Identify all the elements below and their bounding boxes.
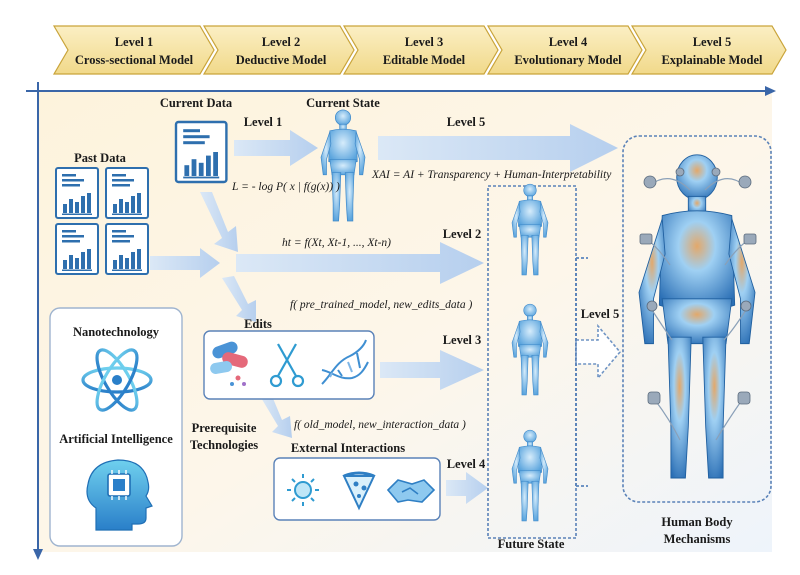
level-banner-5: Level 5 Explainable Model [630,25,787,75]
arrow-level5-top [378,124,618,172]
handshake-icon [386,479,436,503]
human-body-box [622,135,772,503]
xai-equation: XAI = AI + Transparency + Human-Interpre… [371,169,612,181]
external-interactions-label: External Interactions [291,441,405,455]
level-banner-5-name: Explainable Model [661,53,763,67]
arrow-level4 [446,472,488,504]
level-banner-3-name: Editable Model [383,53,466,67]
past-data-document-icon [105,167,149,219]
past-data-document-icon [55,223,99,275]
level-banner-4-name: Evolutionary Model [514,53,622,67]
edits-label: Edits [244,317,272,331]
deductive-equation: ht = f(Xt, Xt-1, ..., Xt-n) [282,237,391,249]
level-banner-5-number: Level 5 [693,35,732,49]
current-state-label: Current State [306,96,380,110]
arrow-data-down [200,192,238,252]
prerequisite-label-line1: Prerequisite [192,421,257,435]
vertical-axis-arrowhead [33,549,43,560]
level5-top-arrow-label: Level 5 [447,115,486,129]
axes [26,82,776,560]
level-banner-1: Level 1 Cross-sectional Model [52,25,215,75]
arrow-level2 [236,242,484,284]
flow-arrows [150,124,618,504]
prerequisite-label-line2: Technologies [190,438,258,452]
level-banner-3-number: Level 3 [405,35,444,49]
pills-icon [210,341,248,386]
human-body-label-line1: Human Body [661,515,733,529]
past-data-document-icon [105,223,149,275]
level-banner-4: Level 4 Evolutionary Model [486,25,643,75]
scissors-icon [269,343,305,388]
level-banner-3: Level 3 Editable Model [342,25,499,75]
pizza-icon [342,471,376,511]
level-banner-1-name: Cross-sectional Model [75,53,194,67]
arrow-level3 [380,350,484,390]
artificial-intelligence-label: Artificial Intelligence [59,432,173,446]
past-data-label: Past Data [74,151,126,165]
evolutionary-equation: f( old_model, new_interaction_data ) [294,419,466,431]
ai-head-chip-icon [86,459,153,531]
level-banner-4-number: Level 4 [549,35,588,49]
level-banner-2-name: Deductive Model [236,53,327,67]
level3-arrow-label: Level 3 [443,333,482,347]
past-data-document-icon [55,167,99,219]
arrow-level1 [234,130,318,166]
arrow-down-external [260,396,292,438]
human-body-label-line2: Mechanisms [664,532,731,546]
human-body-mechanisms-figure [637,153,757,480]
medical-device-icons [639,167,757,405]
current-data-label: Current Data [160,96,233,110]
atom-icon [81,348,153,412]
level-banner-2: Level 2 Deductive Model [202,25,355,75]
level-banner-1-number: Level 1 [115,35,154,49]
sun-icon [287,474,319,506]
arrow-down-edits [222,276,256,322]
loss-equation: L = - log P( x | f(g(x)) ) [231,181,340,193]
current-data-document-icon [174,120,228,184]
dna-icon [321,339,369,385]
editable-equation: f( pre_trained_model, new_edits_data ) [290,299,472,311]
level2-arrow-label: Level 2 [443,227,482,241]
level5-right-arrow-label: Level 5 [581,307,620,321]
horizontal-axis-arrowhead [765,86,776,96]
nanotechnology-label: Nanotechnology [73,325,160,339]
arrow-pastdata [150,248,220,278]
level-banner-2-number: Level 2 [262,35,301,49]
level4-arrow-label: Level 4 [447,457,486,471]
level1-arrow-label: Level 1 [244,115,283,129]
future-state-label: Future State [498,537,565,551]
